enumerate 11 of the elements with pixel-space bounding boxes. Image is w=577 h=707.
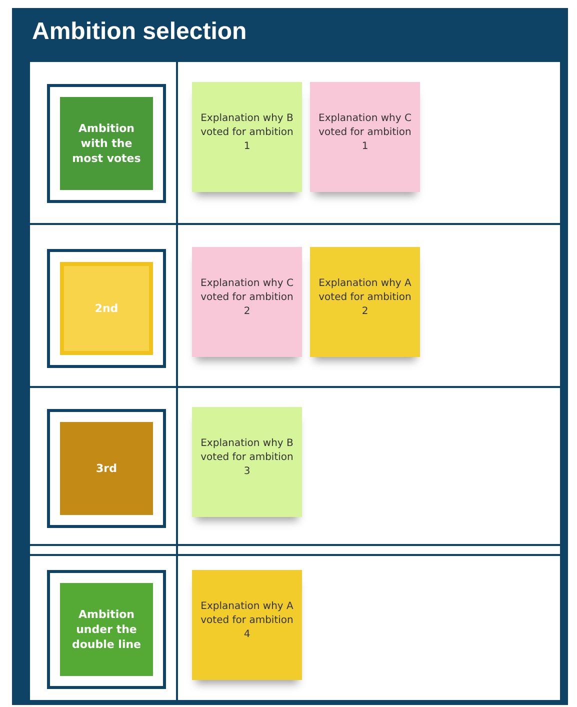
ambition-card: 3rd [60, 422, 153, 515]
sticky-note: Explanation why A voted for ambition 2 [310, 247, 420, 357]
ambition-card: Ambition under the double line [60, 583, 153, 676]
sticky-note: Explanation why B voted for ambition 1 [192, 82, 302, 192]
sticky-note: Explanation why B voted for ambition 3 [192, 407, 302, 517]
ambition-card: Ambition with the most votes [60, 97, 153, 190]
sticky-note: Explanation why C voted for ambition 2 [192, 247, 302, 357]
board-title: Ambition selection [32, 18, 247, 46]
sticky-note: Explanation why C voted for ambition 1 [310, 82, 420, 192]
sticky-note: Explanation why A voted for ambition 4 [192, 570, 302, 680]
ambition-card: 2nd [60, 262, 153, 355]
